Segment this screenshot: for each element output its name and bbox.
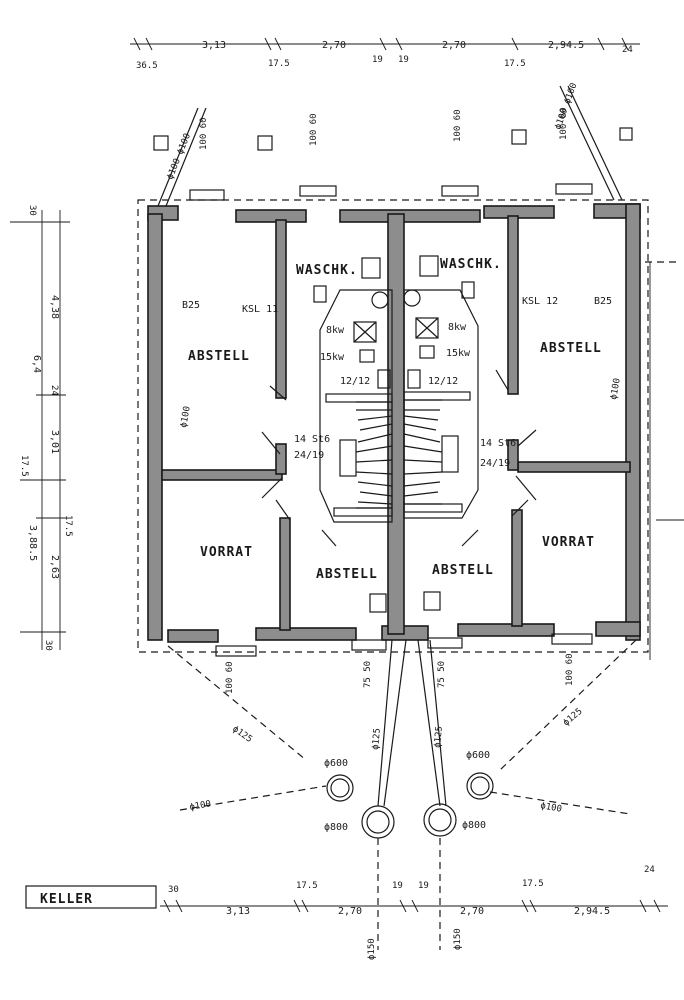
window-label-top-3: 100 60 bbox=[453, 109, 463, 142]
label-stair-size-right: 12/12 bbox=[428, 376, 458, 387]
label-pipe-100-left: ϕ100 bbox=[179, 405, 193, 428]
label-b25-left: B25 bbox=[182, 300, 200, 311]
window-label-bottom-4: 100 60 bbox=[565, 653, 575, 686]
dim-top-5: 19 bbox=[372, 55, 383, 65]
label-stair-steps-right: 14 St6 bbox=[480, 438, 516, 449]
dimension-chain-top: 36.5 3,13 17.5 2,70 19 19 2,70 17.5 2,94… bbox=[130, 37, 640, 71]
label-shaft-800-left: ϕ800 bbox=[324, 822, 348, 833]
dim-top-9: 2,94.5 bbox=[548, 40, 584, 51]
dim-bottom-2: 3,13 bbox=[226, 906, 250, 917]
label-15kw-right: 15kw bbox=[446, 348, 471, 359]
dim-bottom-3: 17.5 bbox=[296, 881, 318, 891]
inner-walls bbox=[161, 213, 631, 635]
label-ksl-left: KSL 11 bbox=[242, 304, 278, 315]
room-abstell-right: ABSTELL bbox=[540, 341, 602, 356]
windows-top bbox=[153, 127, 633, 201]
dim-top-3: 17.5 bbox=[268, 59, 290, 69]
manholes bbox=[326, 772, 494, 839]
dim-bottom-7: 2,70 bbox=[460, 906, 484, 917]
label-shaft-600-left: ϕ600 bbox=[324, 758, 348, 769]
floor-title-box bbox=[25, 885, 157, 909]
dim-top-6: 19 bbox=[398, 55, 409, 65]
dim-left-7: 3,88.5 bbox=[27, 525, 38, 561]
box-lower-right bbox=[423, 591, 441, 611]
window-label-top-2: 100 60 bbox=[309, 113, 319, 146]
label-pipe-100-right: ϕ100 bbox=[609, 377, 623, 400]
dim-left-3: 4,38 bbox=[49, 295, 60, 319]
room-abstell-center-left: ABSTELL bbox=[316, 567, 378, 582]
dim-bottom-8: 17.5 bbox=[522, 879, 544, 889]
dim-bottom-4: 2,70 bbox=[338, 906, 362, 917]
label-drain-150-right: ϕ150 bbox=[453, 928, 463, 950]
dim-left-1: 30 bbox=[27, 205, 37, 216]
dim-bottom-6: 19 bbox=[418, 881, 429, 891]
dim-left-9: 17.5 bbox=[63, 515, 73, 537]
label-8kw-left: 8kw bbox=[326, 325, 345, 336]
outer-walls bbox=[147, 203, 641, 643]
dim-top-8: 17.5 bbox=[504, 59, 526, 69]
dimension-chain-left: 30 6,4 4,38 24 3,01 17.5 3,88.5 2,63 17.… bbox=[10, 205, 73, 651]
dim-bottom-1: 30 bbox=[168, 885, 179, 895]
window-label-bottom-1: 100 60 bbox=[225, 661, 235, 694]
label-stair-ratio-right: 24/19 bbox=[480, 458, 510, 469]
dim-top-2: 3,13 bbox=[202, 40, 226, 51]
label-pipe-125-center-left: ϕ125 bbox=[371, 728, 383, 750]
room-abstell-left: ABSTELL bbox=[188, 349, 250, 364]
dim-left-5: 3,01 bbox=[49, 430, 60, 454]
window-label-top-4: 100 60 bbox=[559, 107, 569, 140]
dim-top-7: 2,70 bbox=[442, 40, 466, 51]
label-pipe-125-right: ϕ125 bbox=[562, 707, 585, 729]
stair-hall-outline bbox=[319, 289, 393, 523]
window-label-top-1: 100 60 bbox=[199, 117, 209, 150]
room-waschk-left: WASCHK. bbox=[296, 263, 358, 278]
label-8kw-right: 8kw bbox=[448, 322, 467, 333]
floor-title: KELLER bbox=[40, 892, 93, 907]
label-stair-ratio-left: 24/19 bbox=[294, 450, 324, 461]
building-outline bbox=[137, 199, 649, 653]
window-label-bottom-2: 75 50 bbox=[363, 661, 373, 688]
drainage-lines bbox=[167, 639, 637, 950]
label-b25-right: B25 bbox=[594, 296, 612, 307]
label-drain-100-left: ϕ100 bbox=[189, 799, 212, 813]
box-lower-left bbox=[369, 593, 387, 613]
window-label-bottom-3: 75 50 bbox=[437, 661, 447, 688]
label-15kw-left: 15kw bbox=[320, 352, 345, 363]
label-drain-100-right: ϕ100 bbox=[539, 801, 562, 815]
room-waschk-right: WASCHK. bbox=[440, 257, 502, 272]
room-vorrat-left: VORRAT bbox=[200, 545, 253, 560]
door-swings bbox=[261, 369, 537, 547]
dim-top-4: 2,70 bbox=[322, 40, 346, 51]
dim-left-2: 6,4 bbox=[31, 355, 42, 373]
dim-bottom-5: 19 bbox=[392, 881, 403, 891]
dimension-chain-bottom: 30 3,13 17.5 2,70 19 19 2,70 17.5 2,94.5… bbox=[160, 865, 668, 917]
room-vorrat-right: VORRAT bbox=[542, 535, 595, 550]
room-abstell-center-right: ABSTELL bbox=[432, 563, 494, 578]
dim-left-8: 2,63 bbox=[49, 555, 60, 579]
dim-left-6: 17.5 bbox=[19, 455, 29, 477]
windows-bottom bbox=[215, 633, 593, 657]
dim-bottom-10: 24 bbox=[644, 865, 655, 875]
dim-top-10: 24 bbox=[622, 45, 633, 55]
label-stair-steps-left: 14 St6 bbox=[294, 434, 330, 445]
label-shaft-600-right: ϕ600 bbox=[466, 750, 490, 761]
dim-left-4: 24 bbox=[49, 385, 59, 396]
dim-left-10: 30 bbox=[43, 640, 53, 651]
label-stair-size-left: 12/12 bbox=[340, 376, 370, 387]
label-pipe-125-left: ϕ125 bbox=[230, 724, 254, 745]
staircase-left bbox=[325, 393, 393, 517]
dim-bottom-9: 2,94.5 bbox=[574, 906, 610, 917]
dim-top-1: 36.5 bbox=[136, 61, 158, 71]
label-drain-150-left: ϕ150 bbox=[367, 938, 377, 960]
label-shaft-800-right: ϕ800 bbox=[462, 820, 486, 831]
label-pipe-125-center-right: ϕ125 bbox=[433, 726, 445, 748]
label-ksl-right: KSL 12 bbox=[522, 296, 558, 307]
staircase-right bbox=[403, 391, 471, 513]
